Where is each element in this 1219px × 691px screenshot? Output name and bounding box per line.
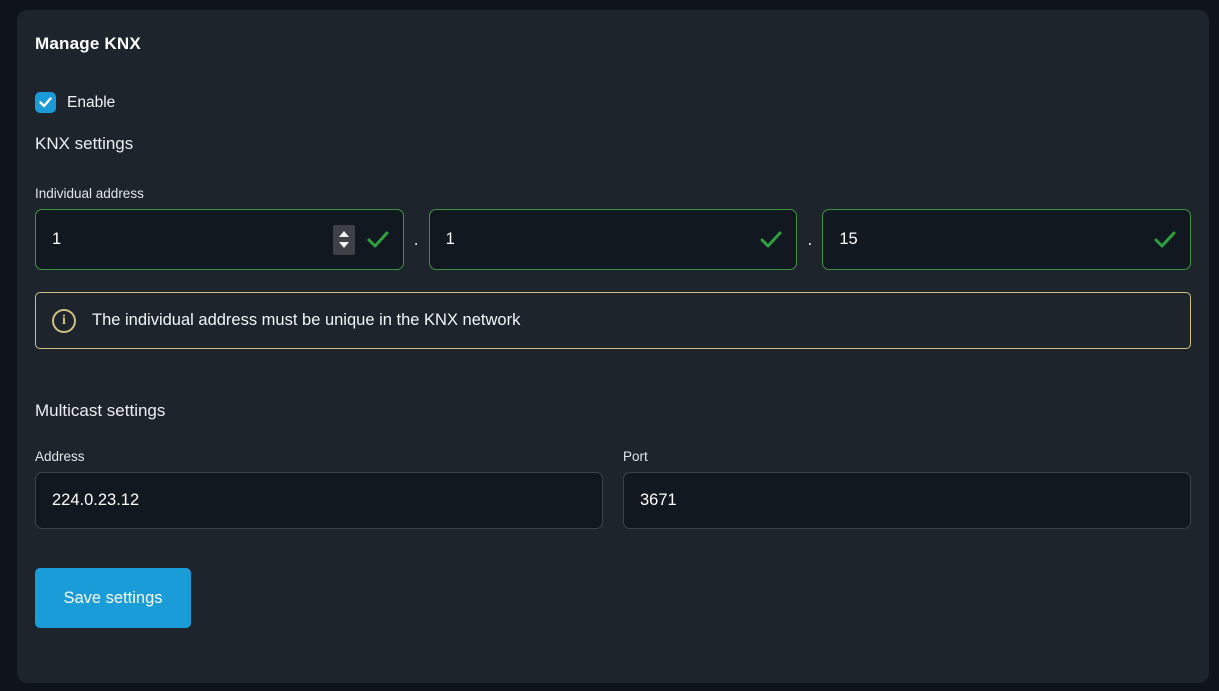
knx-settings-heading: KNX settings [35,134,134,153]
individual-address-area-input[interactable] [52,230,321,249]
info-banner: i The individual address must be unique … [35,292,1191,349]
page-title: Manage KNX [35,34,141,53]
individual-address-field-area [35,209,404,270]
multicast-port-label: Port [623,449,648,464]
manage-knx-panel: Manage KNX Enable KNX settings Individua… [17,10,1209,683]
multicast-port-input[interactable] [623,472,1191,529]
save-settings-button[interactable]: Save settings [35,568,191,628]
valid-check-icon [1154,231,1176,248]
stepper-down-icon[interactable] [338,242,349,248]
individual-address-row: . . [35,209,1192,270]
individual-address-device-area [822,209,1192,270]
multicast-address-label: Address [35,449,85,464]
multicast-address-input[interactable] [35,472,603,529]
individual-address-line-input[interactable] [445,230,749,249]
info-banner-text: The individual address must be unique in… [92,311,521,329]
individual-address-device-input[interactable] [839,230,1143,249]
valid-check-icon [760,231,782,248]
address-separator: . [807,229,813,249]
enable-checkbox-row[interactable]: Enable [35,92,1191,113]
multicast-fields-row: Address Port [35,449,1191,529]
valid-check-icon [367,231,389,248]
info-circle-icon: i [52,308,76,333]
stepper-up-icon[interactable] [338,231,349,237]
enable-label: Enable [67,93,116,111]
multicast-port-group: Port [623,449,1191,529]
checkmark-icon [39,97,52,108]
multicast-address-group: Address [35,449,603,529]
individual-address-label: Individual address [35,186,144,201]
number-stepper[interactable] [332,224,355,255]
enable-checkbox[interactable] [35,92,56,113]
multicast-settings-heading: Multicast settings [35,401,166,420]
individual-address-line-area [428,209,798,270]
address-separator: . [413,229,419,249]
